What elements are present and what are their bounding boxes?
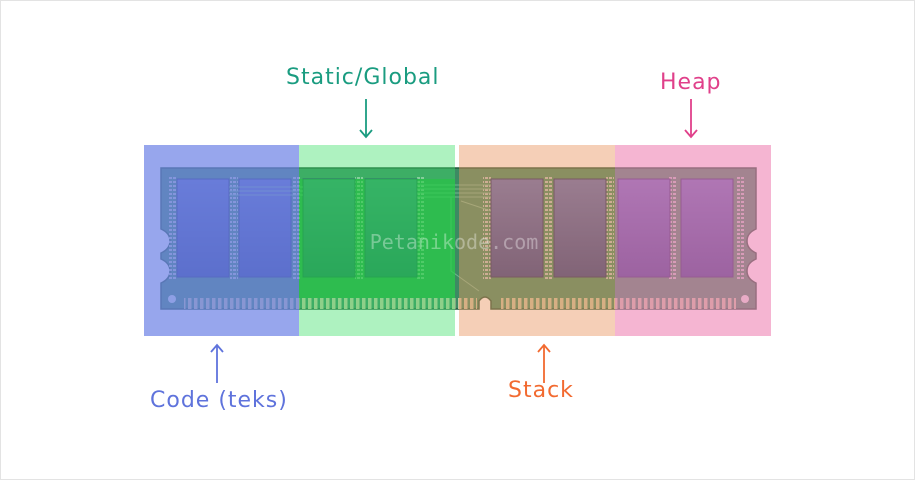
- static-global-label: Static/Global: [286, 65, 440, 90]
- heap-arrow: [684, 99, 698, 139]
- connector-pins-left: [184, 298, 477, 309]
- heap-label: Heap: [660, 70, 722, 95]
- code-arrow: [210, 343, 224, 383]
- code-region: [144, 145, 299, 336]
- memory-region-overlays: [144, 145, 771, 336]
- watermark: Petanikode.com: [370, 230, 539, 254]
- static-global-arrow: [359, 99, 373, 139]
- heap-region: [615, 145, 771, 336]
- stack-arrow: [537, 343, 551, 383]
- stack-label: Stack: [508, 378, 574, 403]
- code-label: Code (teks): [150, 388, 288, 413]
- stack-region: [459, 145, 615, 336]
